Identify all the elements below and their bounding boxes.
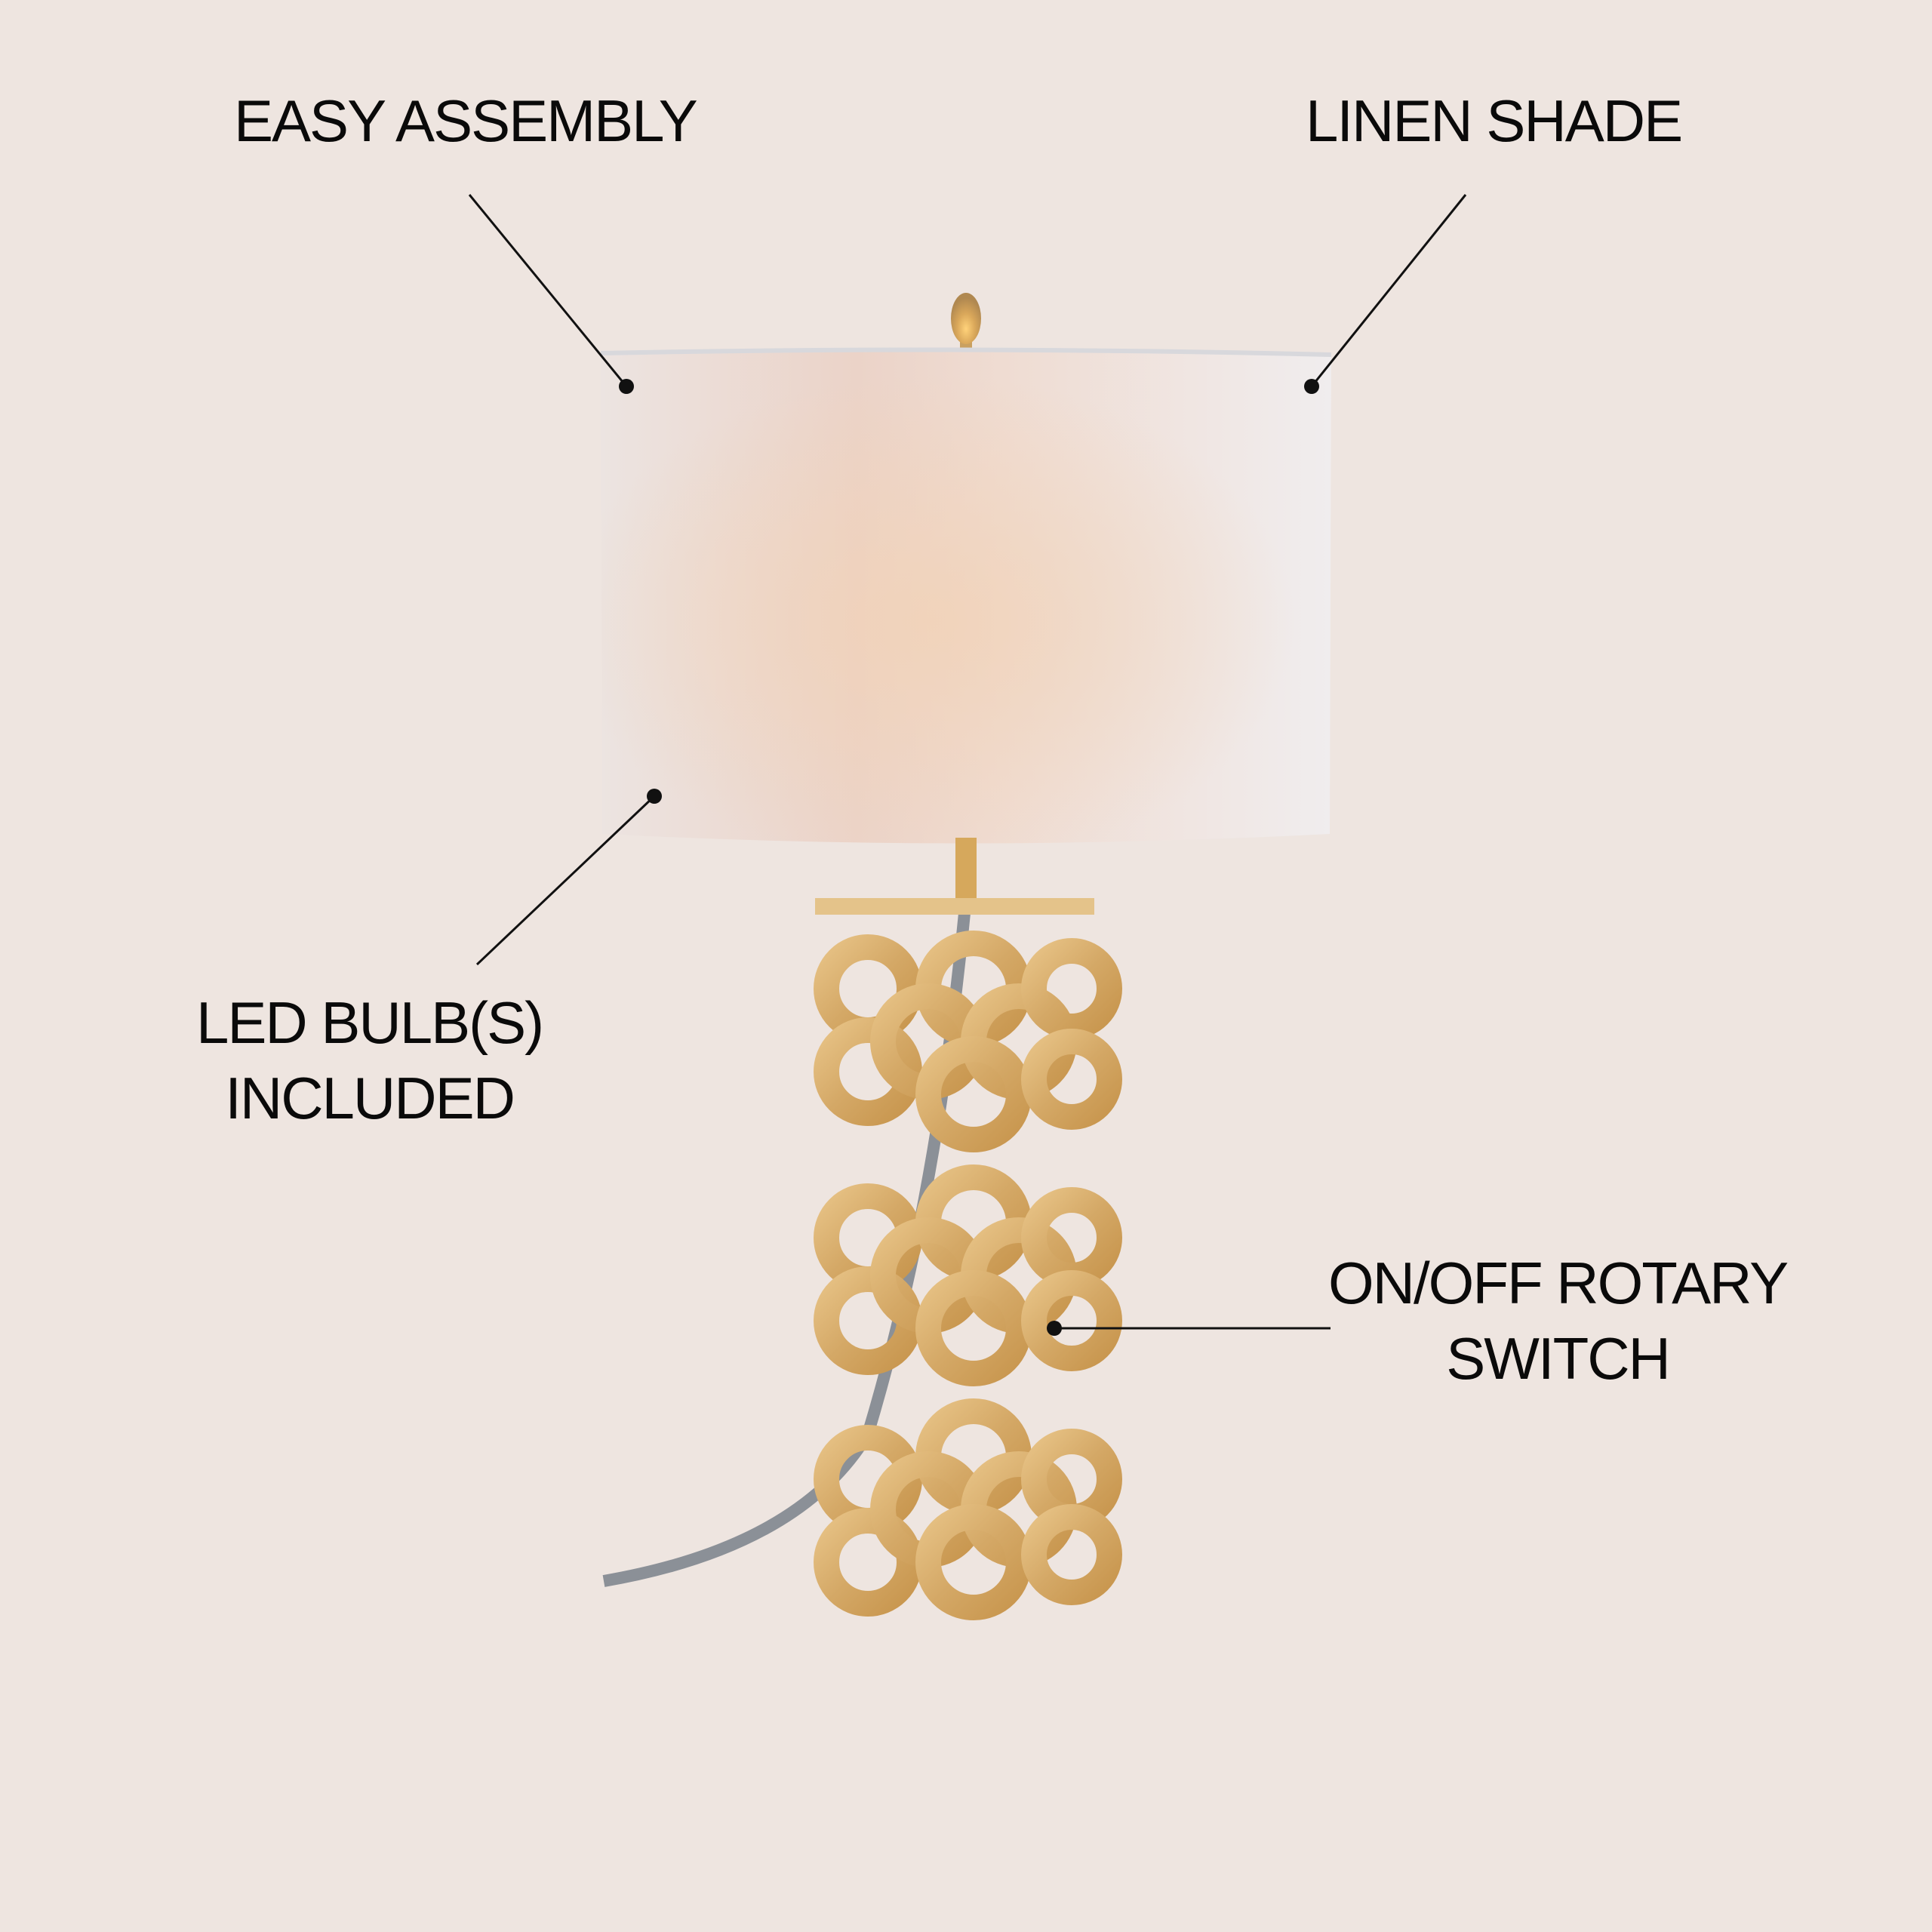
leader-easy-assembly bbox=[468, 194, 634, 394]
leader-rotary-switch bbox=[1047, 1321, 1331, 1336]
callout-linen-shade: LINEN SHADE bbox=[1306, 83, 1683, 158]
leader-led-bulbs bbox=[475, 789, 662, 966]
callout-rotary-switch: ON/OFF ROTARY SWITCH bbox=[1328, 1245, 1789, 1396]
finial-icon bbox=[951, 293, 981, 349]
callout-text-line1: ON/OFF ROTARY bbox=[1328, 1250, 1789, 1316]
callout-text: LINEN SHADE bbox=[1306, 88, 1683, 154]
callout-text-line2: SWITCH bbox=[1446, 1325, 1671, 1392]
lamp-shade bbox=[600, 347, 1332, 844]
lamp-base bbox=[814, 898, 1122, 1620]
callout-easy-assembly: EASY ASSEMBLY bbox=[234, 83, 698, 158]
callout-text: EASY ASSEMBLY bbox=[234, 88, 698, 154]
callout-text-line2: INCLUDED bbox=[225, 1065, 515, 1131]
lamp-stem bbox=[955, 838, 977, 906]
callout-text-line1: LED BULB(S) bbox=[196, 989, 544, 1056]
leader-linen-shade bbox=[1304, 194, 1467, 394]
callout-led-bulbs: LED BULB(S) INCLUDED bbox=[196, 985, 544, 1136]
